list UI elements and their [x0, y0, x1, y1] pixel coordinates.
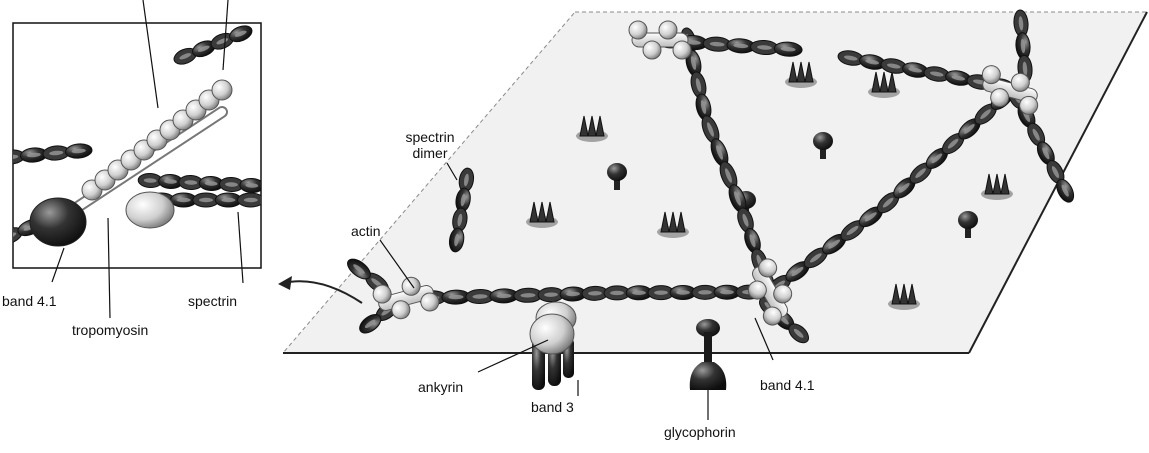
spectrin-dimer-label-line1: spectrin	[403, 129, 457, 145]
inset-spectrin-label: spectrin	[188, 293, 237, 309]
inset-band41-light	[126, 192, 174, 228]
ankyrin-label: ankyrin	[418, 379, 463, 395]
inset-band41-blob	[30, 198, 86, 246]
inset-band41-label: band 4.1	[2, 293, 57, 309]
band3-protein	[530, 314, 574, 390]
band3-label: band 3	[531, 399, 574, 415]
spectrin-dimer-label-line2: dimer	[403, 145, 457, 161]
spectrin-dimer-label: spectrin dimer	[403, 129, 457, 161]
band41-label: band 4.1	[760, 377, 815, 393]
spectrin-tetramer-front-mid	[538, 286, 608, 302]
glycophorin-label: glycophorin	[664, 424, 736, 440]
zoom-arrow-head	[278, 276, 292, 290]
inset-tropomyosin-label: tropomyosin	[72, 322, 148, 338]
actin-label: actin	[351, 223, 381, 239]
